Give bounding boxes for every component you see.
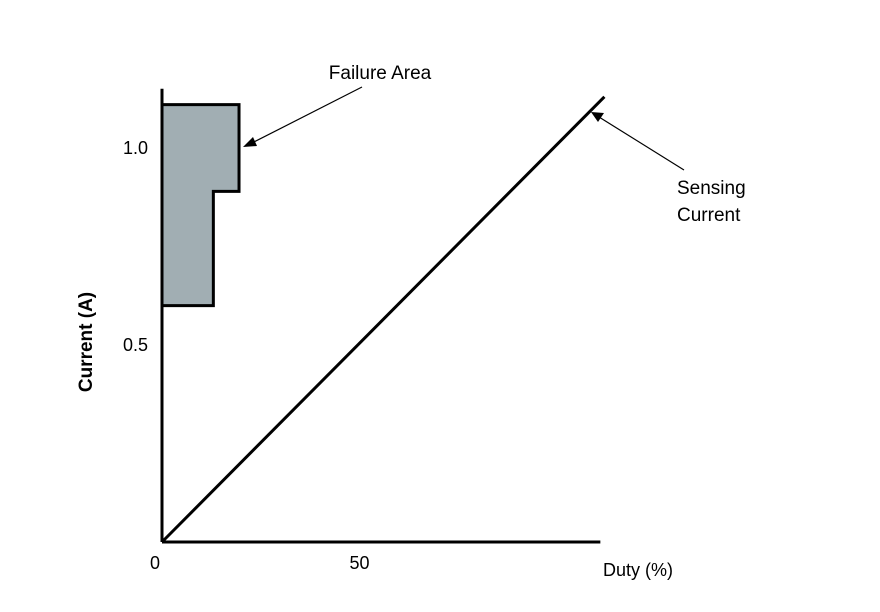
- sensing-current-arrowhead: [591, 112, 604, 122]
- sensing-current-arrow-line: [598, 116, 685, 171]
- y-axis-title: Current (A): [76, 292, 97, 392]
- failure-area-region: [160, 103, 241, 308]
- sensing-current-line: [160, 95, 606, 544]
- x-tick-label-50: 50: [349, 553, 369, 573]
- sensing-current-annotation-line1: Sensing: [677, 178, 746, 199]
- failure-area-arrowhead: [243, 137, 257, 147]
- y-tick-label-1.0: 1.0: [123, 138, 148, 158]
- x-axis-title: Duty (%): [603, 560, 673, 580]
- y-tick-label-0.5: 0.5: [123, 335, 148, 355]
- sensing-current-annotation-line2: Current: [677, 205, 741, 226]
- failure-area-arrow-line: [251, 86, 363, 144]
- failure-area-annotation: Failure Area: [329, 63, 432, 84]
- x-tick-label-0: 0: [150, 553, 160, 573]
